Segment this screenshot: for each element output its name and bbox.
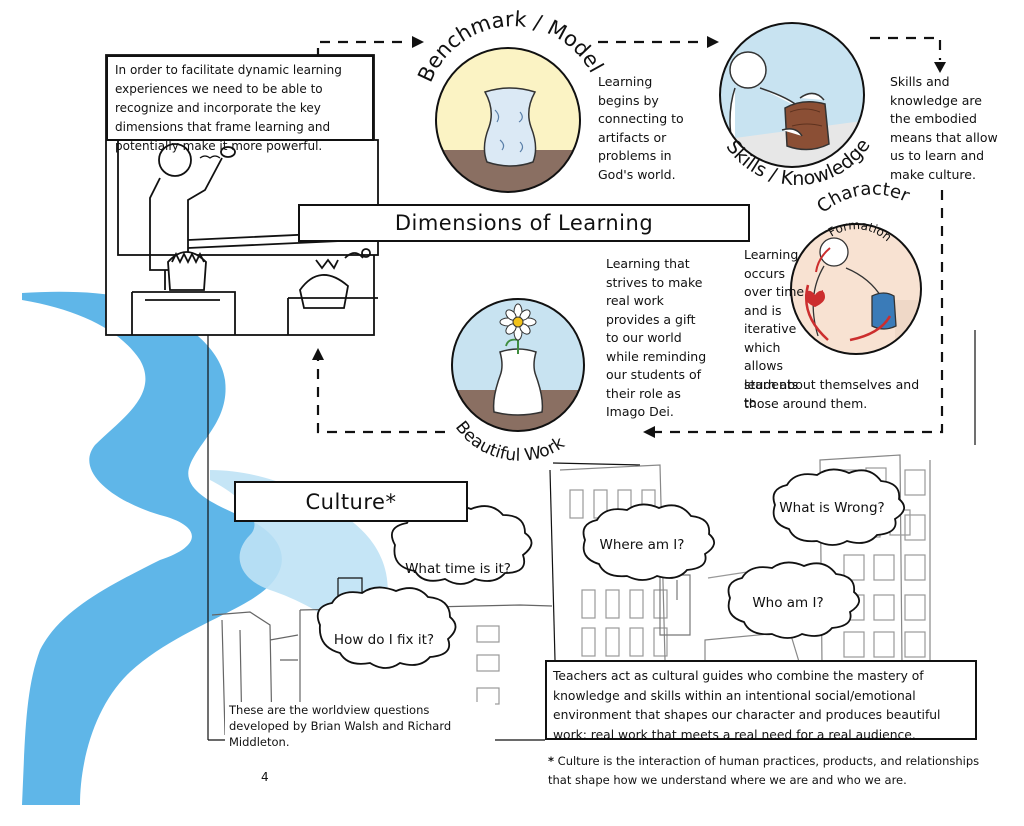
culture-title: Culture* xyxy=(234,481,468,522)
character-description-b: learn about themselves and those around … xyxy=(744,377,920,411)
footnote-mark: * xyxy=(548,754,555,768)
question-how-fix: How do I fix it? xyxy=(333,632,435,648)
intro-text-box: In order to facilitate dynamic learning … xyxy=(106,55,374,153)
teachers-text: Teachers act as cultural guides who comb… xyxy=(553,669,941,742)
question-what-time: What time is it? xyxy=(405,561,511,577)
thought-clouds xyxy=(316,468,905,669)
character-illustration xyxy=(790,223,922,355)
beautiful-work-description: Learning that strives to make real work … xyxy=(606,256,707,419)
question-what-wrong: What is Wrong? xyxy=(779,500,885,516)
intro-text: In order to facilitate dynamic learning … xyxy=(115,63,342,153)
question-who-am-i: Who am I? xyxy=(752,595,824,611)
question-where-am-i: Where am I? xyxy=(599,537,685,553)
beautiful-work-illustration xyxy=(451,298,585,432)
teachers-box: Teachers act as cultural guides who comb… xyxy=(545,660,977,742)
benchmark-illustration xyxy=(435,47,581,193)
cycle-arrows xyxy=(316,36,944,434)
footnote-text: Culture is the interaction of human prac… xyxy=(548,754,980,787)
main-title-text: Dimensions of Learning xyxy=(394,211,654,235)
character-description-a: Learning occurs over time and is iterati… xyxy=(744,247,805,410)
footnote: * Culture is the interaction of human pr… xyxy=(548,752,998,790)
culture-title-text: Culture* xyxy=(305,489,397,514)
page-number: 4 xyxy=(261,770,269,784)
arrowheads xyxy=(312,36,946,438)
worldview-note: These are the worldview questions develo… xyxy=(225,702,495,750)
skills-illustration xyxy=(719,22,865,168)
benchmark-description: Learning begins by connecting to artifac… xyxy=(598,74,684,182)
skills-description: Skills and knowledge are the embodied me… xyxy=(890,74,998,182)
main-title: Dimensions of Learning xyxy=(298,204,750,242)
